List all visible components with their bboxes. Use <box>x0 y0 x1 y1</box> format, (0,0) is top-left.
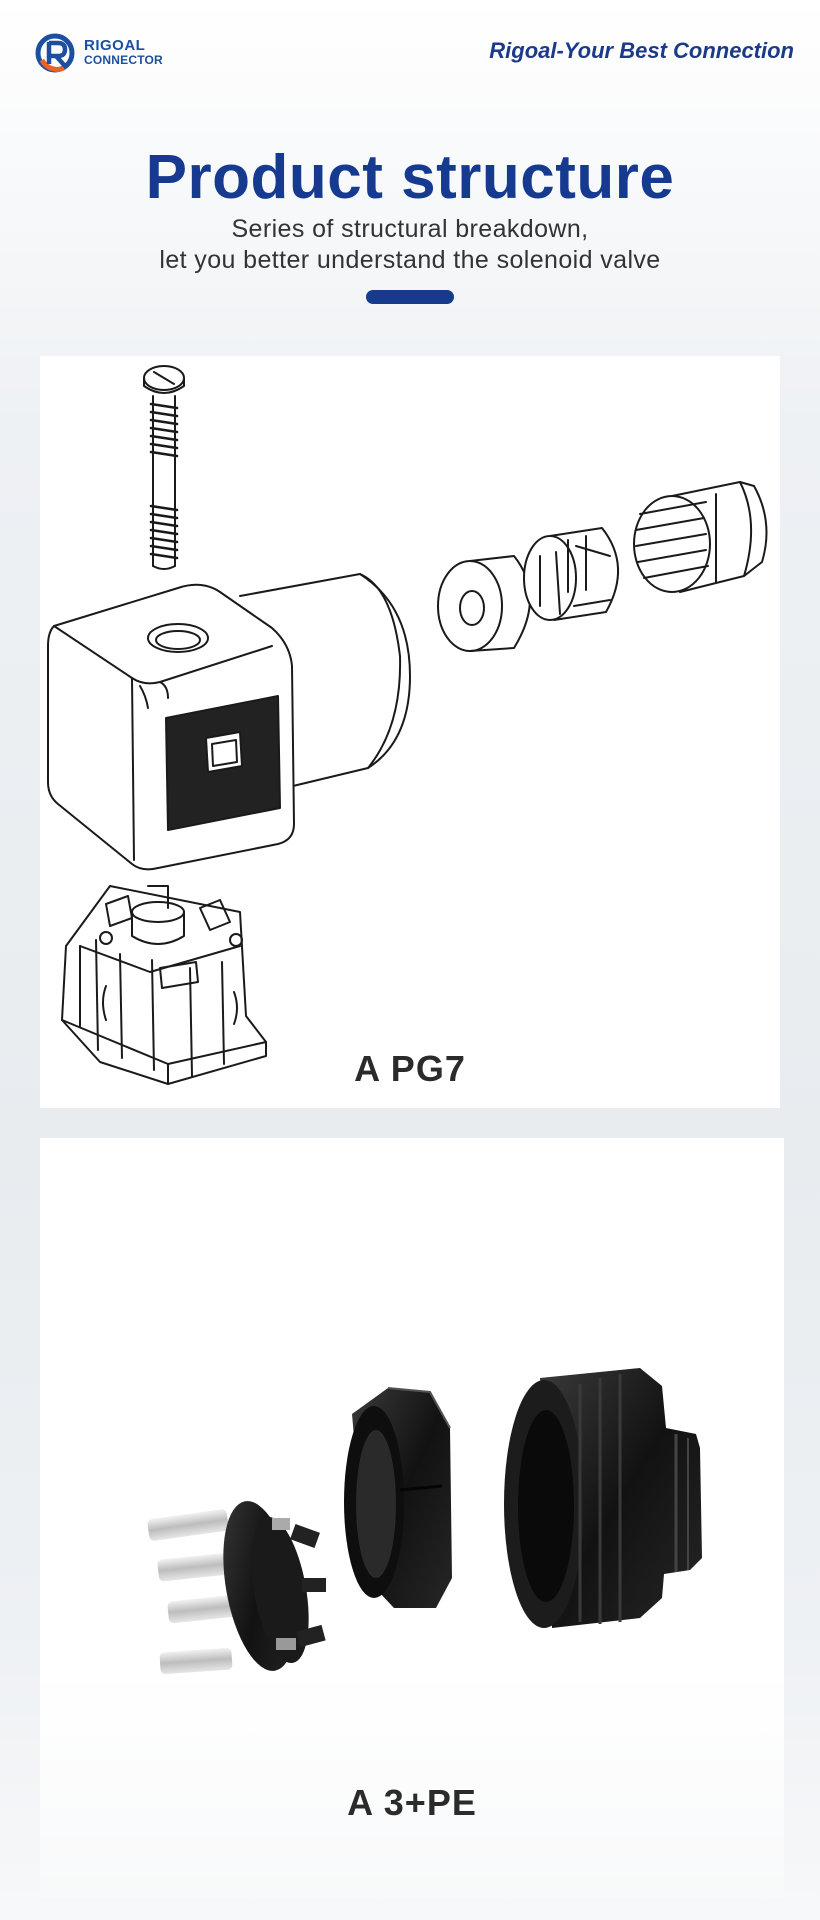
logo[interactable]: RIGOAL CONNECTOR <box>34 30 184 76</box>
exploded-diagram-panel: A PG7 <box>40 356 780 1108</box>
logo-text: RIGOAL CONNECTOR <box>84 37 163 67</box>
exploded-line-drawing <box>47 365 768 1085</box>
pin-insert-photo <box>147 1501 326 1675</box>
component-photo-panel: A 3+PE <box>40 1138 784 1898</box>
gland-body-photo <box>504 1368 702 1628</box>
subtitle-line-2: let you better understand the solenoid v… <box>159 246 661 274</box>
logo-line1: RIGOAL <box>84 37 146 54</box>
header: RIGOAL CONNECTOR Rigoal-Your Best Connec… <box>0 0 820 110</box>
page-title: Product structure <box>145 143 675 212</box>
screw-drawing <box>143 365 185 570</box>
hex-nut-photo <box>344 1387 452 1608</box>
rigoal-logo-icon <box>35 33 75 73</box>
subtitle-line-1: Series of structural breakdown, <box>231 215 589 243</box>
slogan: Rigoal-Your Best Connection <box>489 38 794 63</box>
insert-drawing <box>61 885 267 1085</box>
gland-nut-drawing <box>633 481 768 593</box>
panel-caption-pg7: A PG7 <box>354 1048 466 1089</box>
logo-line2: CONNECTOR <box>84 53 163 67</box>
seal-ring-drawing <box>437 555 531 652</box>
title-accent-bar <box>366 290 454 304</box>
component-photo-rendering <box>147 1368 702 1675</box>
page-subtitle: Series of structural breakdown, let you … <box>0 214 820 276</box>
panel-caption-3pe: A 3+PE <box>347 1782 477 1823</box>
clamp-drawing <box>523 527 619 621</box>
